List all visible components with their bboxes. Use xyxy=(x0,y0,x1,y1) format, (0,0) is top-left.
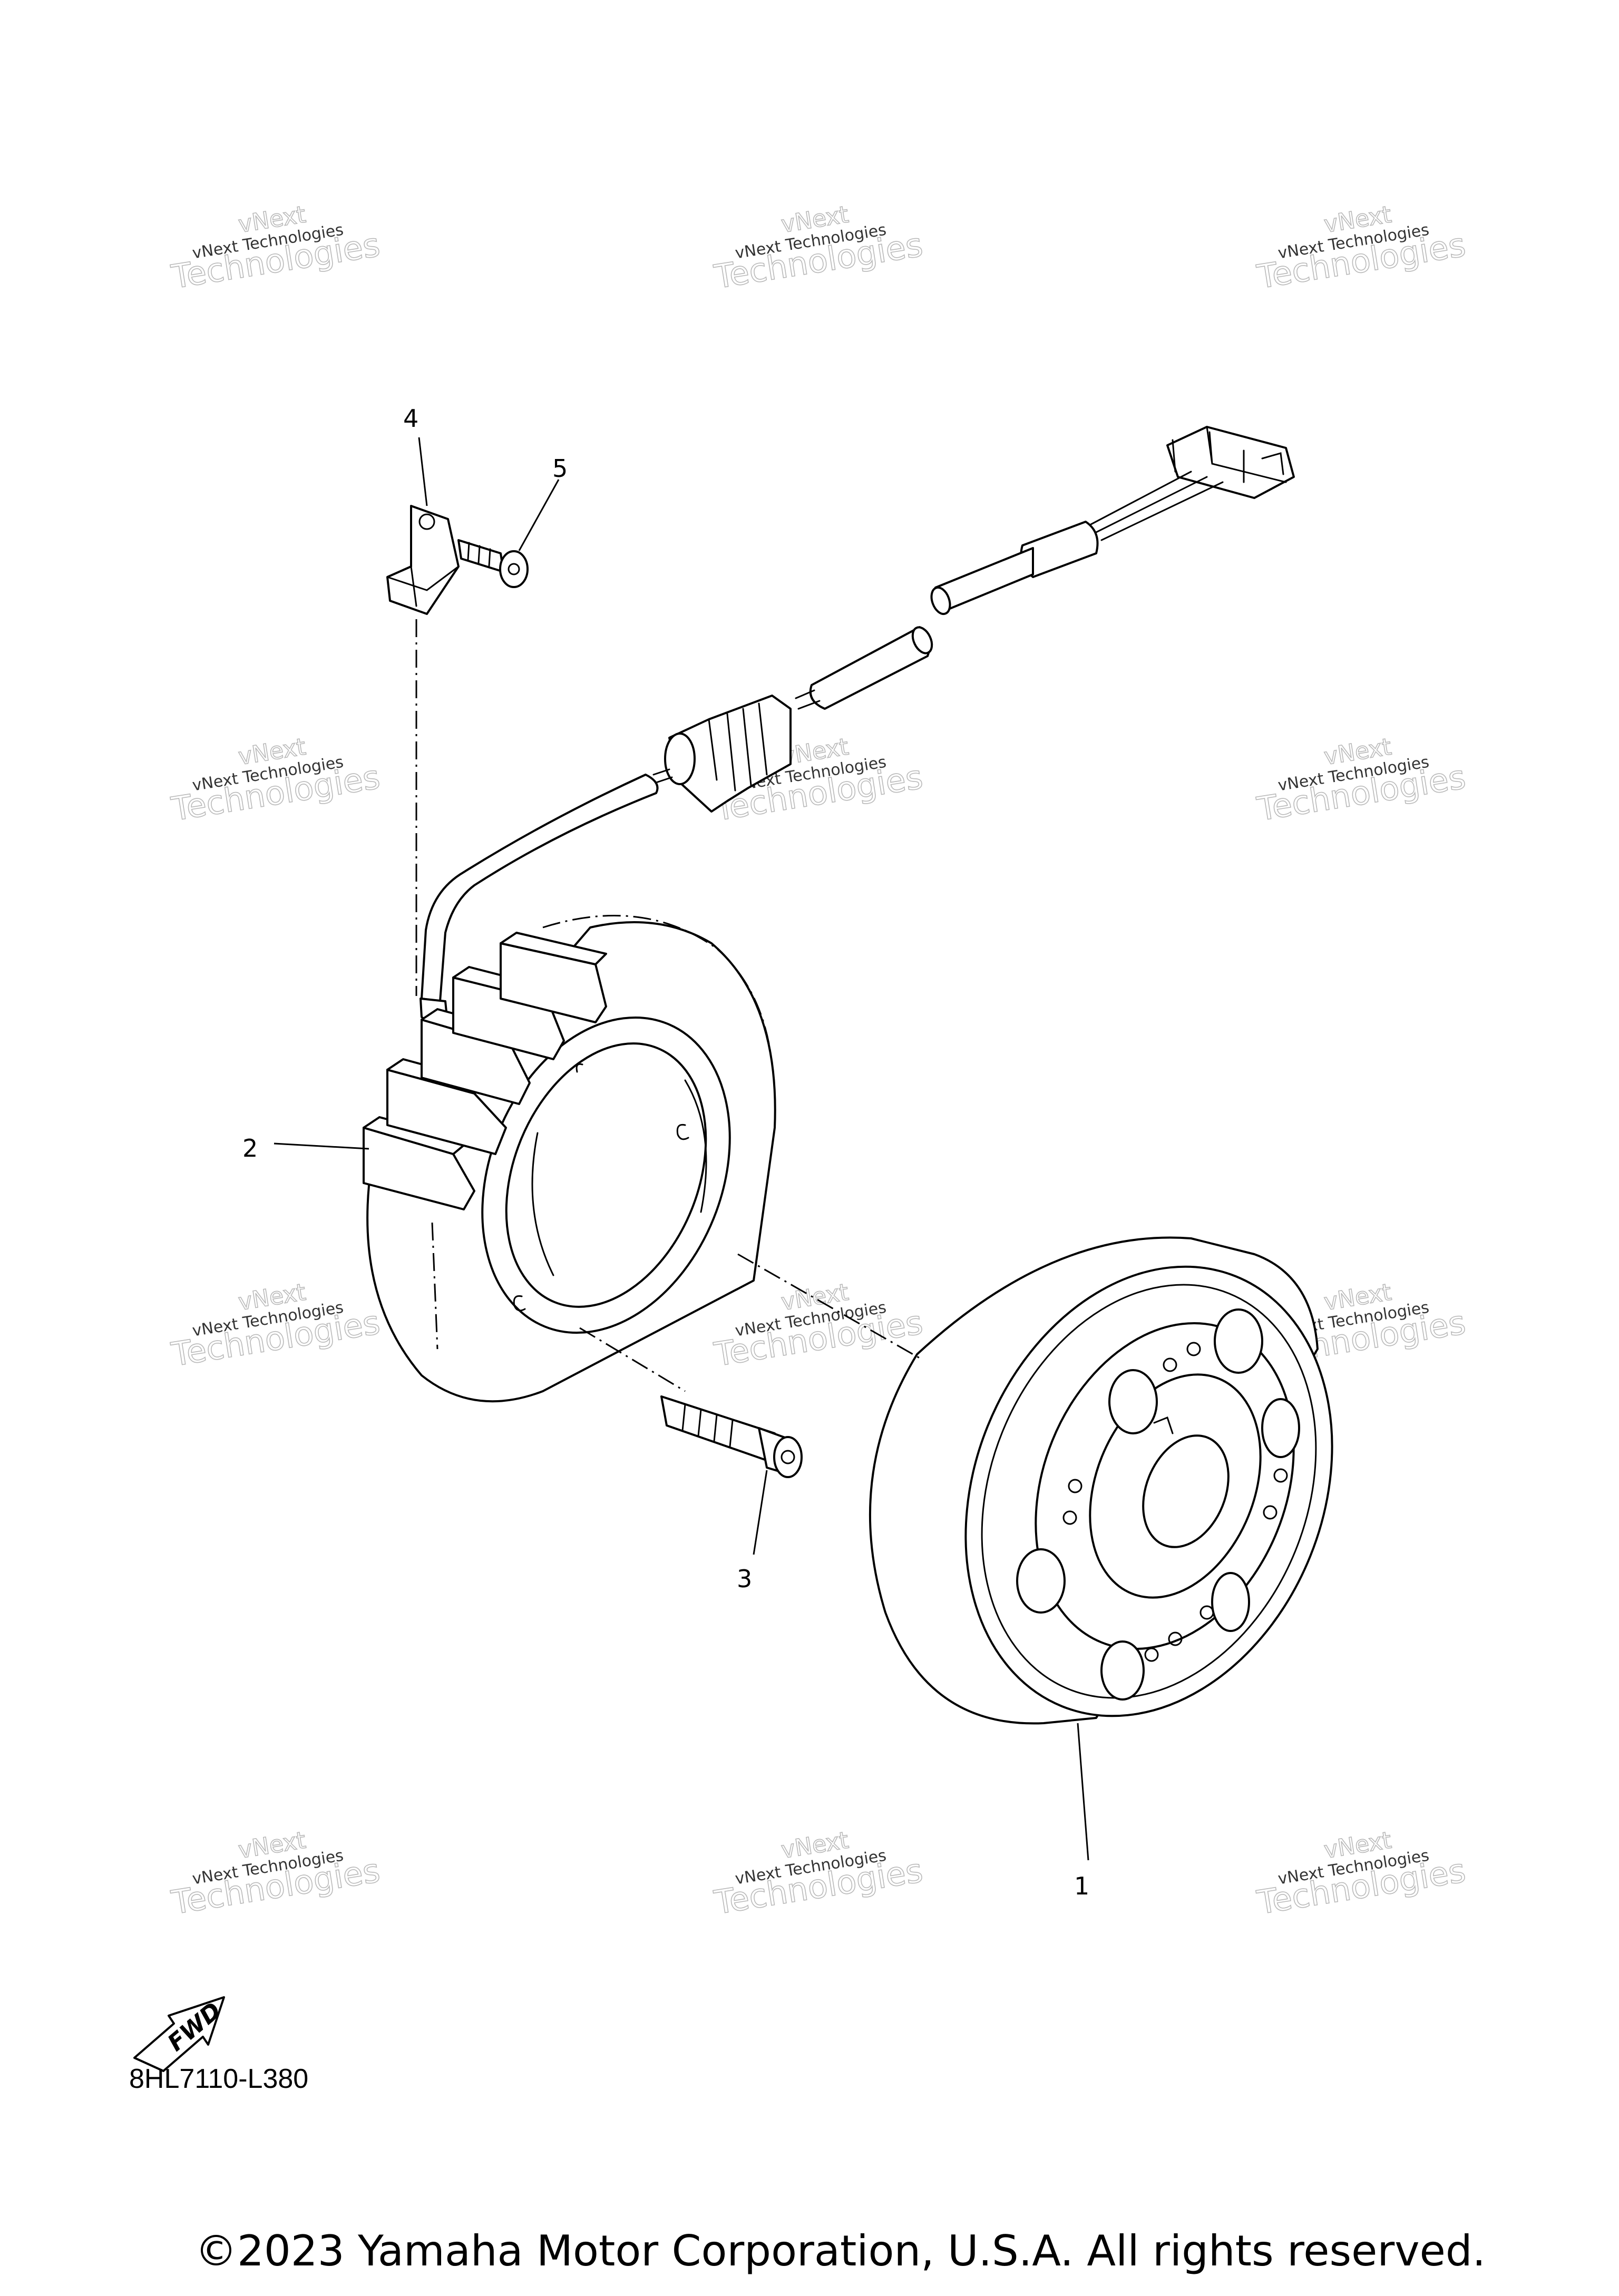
callout-1: 1 xyxy=(1074,1872,1089,1900)
flywheel-holes xyxy=(1062,1342,1288,1662)
flywheel-rotor xyxy=(869,1236,1333,1725)
callout-4: 4 xyxy=(403,404,418,433)
lead-clamp-bracket xyxy=(386,505,460,615)
diagram-code: 8HL7110-L380 xyxy=(129,2064,309,2094)
stator xyxy=(363,915,776,1403)
lead-wires xyxy=(1090,471,1224,541)
fwd-arrow-icon: FWD xyxy=(133,1996,227,2072)
copyright-notice: ©2023 Yamaha Motor Corporation, U.S.A. A… xyxy=(195,2226,1486,2275)
wire-sleeve-middle xyxy=(795,626,933,710)
callout-5: 5 xyxy=(552,454,568,483)
bracket-screw xyxy=(457,539,529,588)
callout-2: 2 xyxy=(242,1134,258,1162)
alignment-lines xyxy=(415,619,923,1392)
wire-grommet xyxy=(664,695,792,813)
wire-sleeve-upper xyxy=(930,521,1099,615)
callout-3: 3 xyxy=(737,1565,752,1593)
leader-lines xyxy=(274,437,1089,1861)
stator-bolt xyxy=(660,1395,803,1478)
